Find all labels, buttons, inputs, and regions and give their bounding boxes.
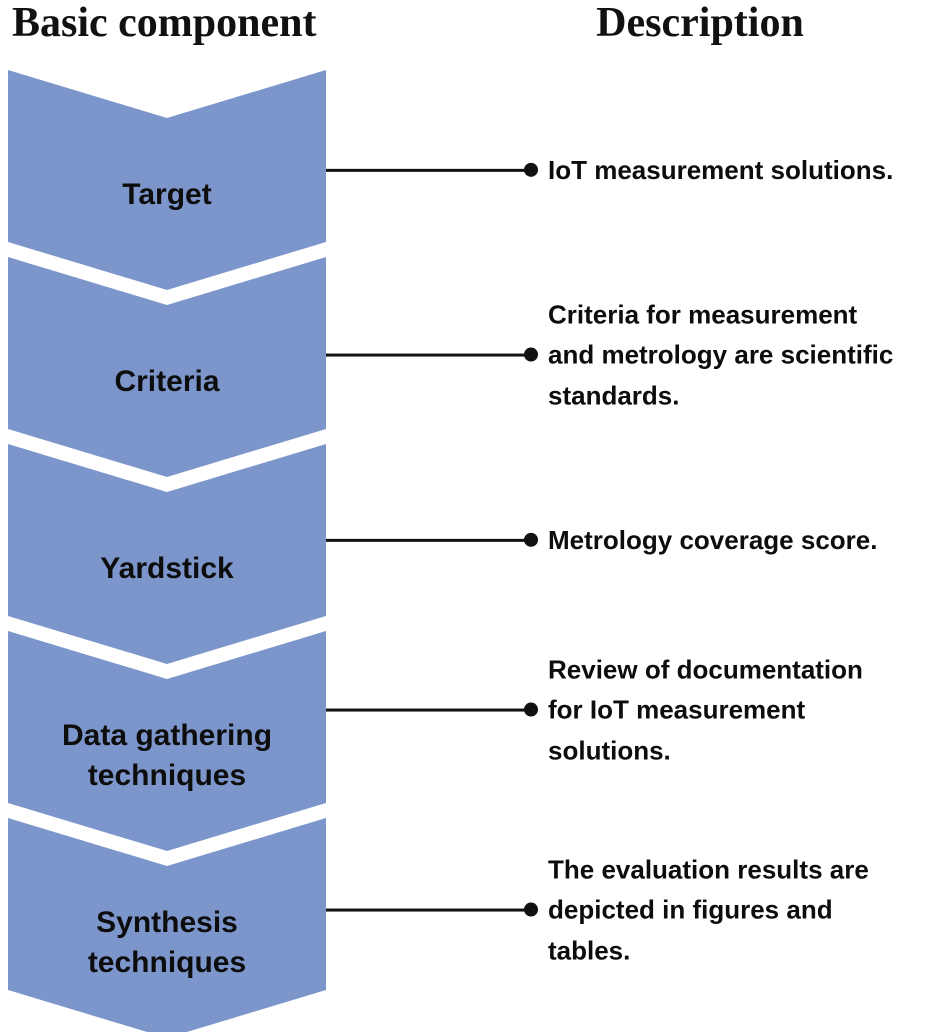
chevron-data-gathering-techniques-label: Data gathering techniques bbox=[61, 718, 273, 792]
chevron-yardstick-label: Yardstick bbox=[100, 551, 234, 585]
connector-line bbox=[326, 353, 526, 357]
description-text-yardstick: Metrology coverage score. bbox=[548, 524, 878, 555]
description-text-data-gathering-techniques: Review of documentation for IoT measurem… bbox=[548, 654, 863, 766]
chevron-yardstick: Yardstick bbox=[8, 444, 326, 664]
column-header-description: Description bbox=[596, 0, 804, 46]
description-row-synthesis-techniques: The evaluation results are depicted in f… bbox=[326, 850, 946, 971]
connector-line bbox=[326, 708, 526, 712]
bullet-dot-icon bbox=[524, 902, 538, 917]
description-text-target: IoT measurement solutions. bbox=[548, 154, 894, 185]
chevron-synthesis-techniques-label: Synthesis techniques bbox=[87, 905, 247, 979]
connector-line bbox=[326, 168, 526, 172]
connector-line bbox=[326, 538, 526, 542]
chevron-data-gathering-techniques: Data gathering techniques bbox=[8, 631, 326, 851]
description-row-target: IoT measurement solutions. bbox=[326, 150, 946, 190]
description-text-synthesis-techniques: The evaluation results are depicted in f… bbox=[548, 854, 869, 966]
description-row-data-gathering-techniques: Review of documentation for IoT measurem… bbox=[326, 650, 946, 771]
bullet-dot-icon bbox=[524, 702, 538, 717]
chevron-target: Target bbox=[8, 70, 326, 290]
chevron-target-label: Target bbox=[122, 177, 212, 211]
connector-line bbox=[326, 908, 526, 912]
description-text-criteria: Criteria for measurement and metrology a… bbox=[548, 299, 894, 411]
bullet-dot-icon bbox=[524, 347, 538, 362]
bullet-dot-icon bbox=[524, 162, 538, 177]
bullet-dot-icon bbox=[524, 532, 538, 547]
chevron-criteria-label: Criteria bbox=[114, 364, 220, 398]
column-header-basic-component: Basic component bbox=[12, 0, 317, 46]
description-row-criteria: Criteria for measurement and metrology a… bbox=[326, 295, 946, 416]
description-row-yardstick: Metrology coverage score. bbox=[326, 520, 946, 560]
chevron-criteria: Criteria bbox=[8, 257, 326, 477]
